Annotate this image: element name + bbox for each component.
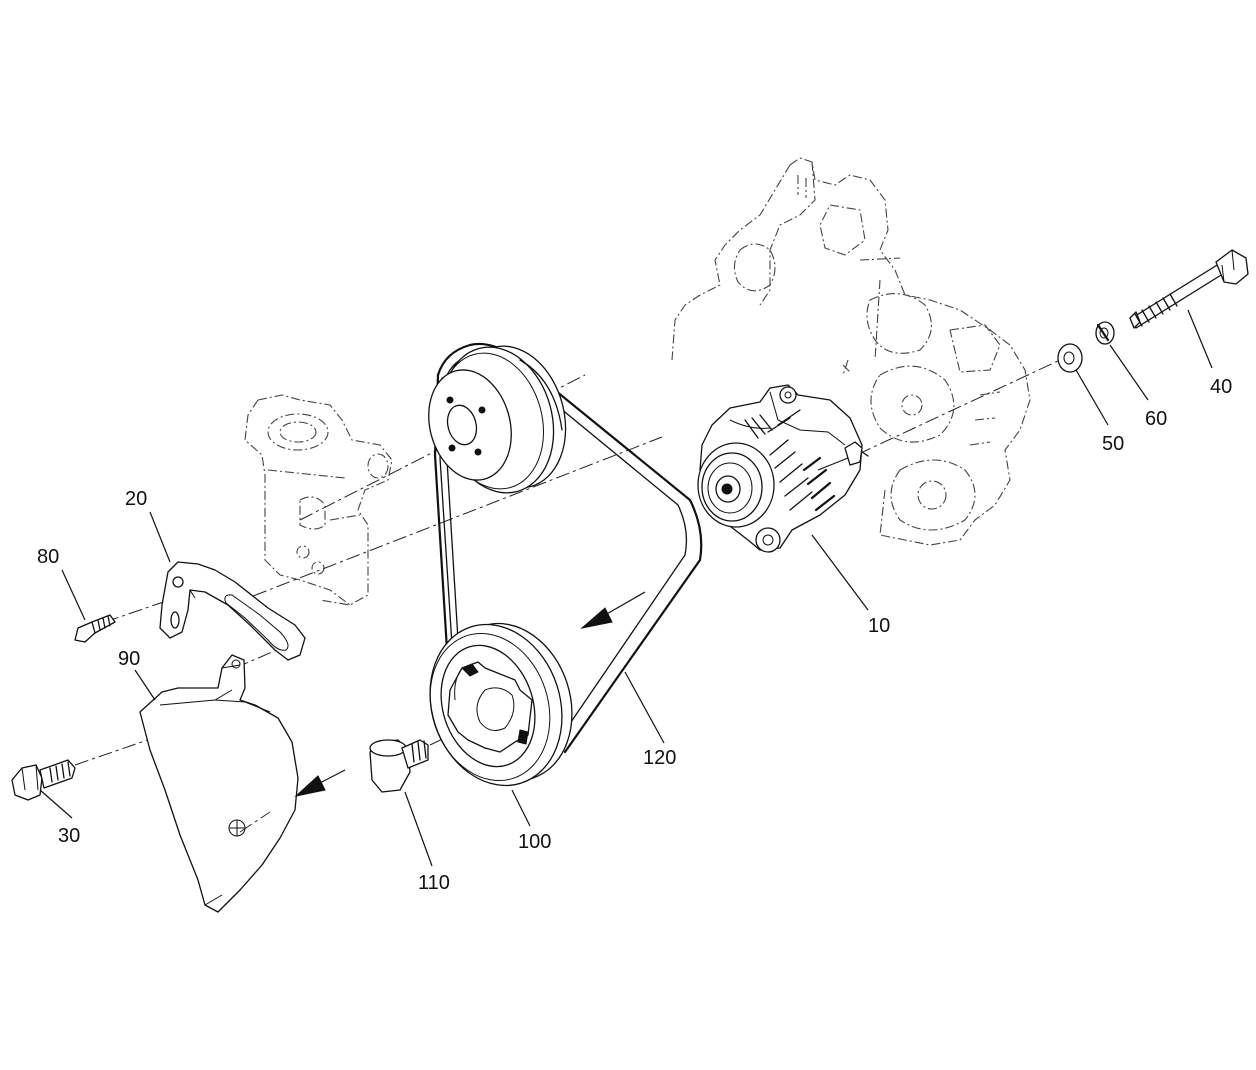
engine-block-ghost-icon: [671, 157, 1031, 546]
bolt-30-icon: [11, 759, 76, 801]
alternator-fins: [767, 409, 836, 512]
callout-110: 110: [418, 872, 450, 894]
callout-40: 40: [1210, 376, 1232, 398]
bolt-110-icon: [369, 739, 429, 793]
adjusting-bracket-icon: [159, 561, 306, 661]
alternator-icon: [697, 384, 869, 553]
direction-arrow-icon: [580, 591, 646, 629]
leader-lines: [39, 309, 1213, 867]
callout-60: 60: [1145, 408, 1167, 430]
callout-120: 120: [643, 747, 676, 769]
crankshaft-pulley-icon: [429, 622, 573, 787]
belt-cover-icon: [139, 654, 299, 913]
callout-80: 80: [37, 546, 59, 568]
water-pump-pulley-icon: [428, 345, 567, 494]
bolt-40-icon: [1129, 249, 1249, 329]
callout-90: 90: [118, 648, 140, 670]
bolt-80-icon: [74, 614, 116, 643]
callout-10: 10: [868, 615, 890, 637]
washer-60-icon: [1095, 321, 1115, 345]
callout-30: 30: [58, 825, 80, 847]
direction-arrow-icon-2: [294, 769, 346, 797]
callouts: 10 20 30 40 50 60 80 90 100 110 120: [37, 376, 1232, 894]
callout-50: 50: [1102, 433, 1124, 455]
callout-100: 100: [518, 831, 551, 853]
callout-20: 20: [125, 488, 147, 510]
water-outlet-ghost-icon: [244, 394, 393, 606]
washer-50-icon: [1057, 343, 1083, 373]
